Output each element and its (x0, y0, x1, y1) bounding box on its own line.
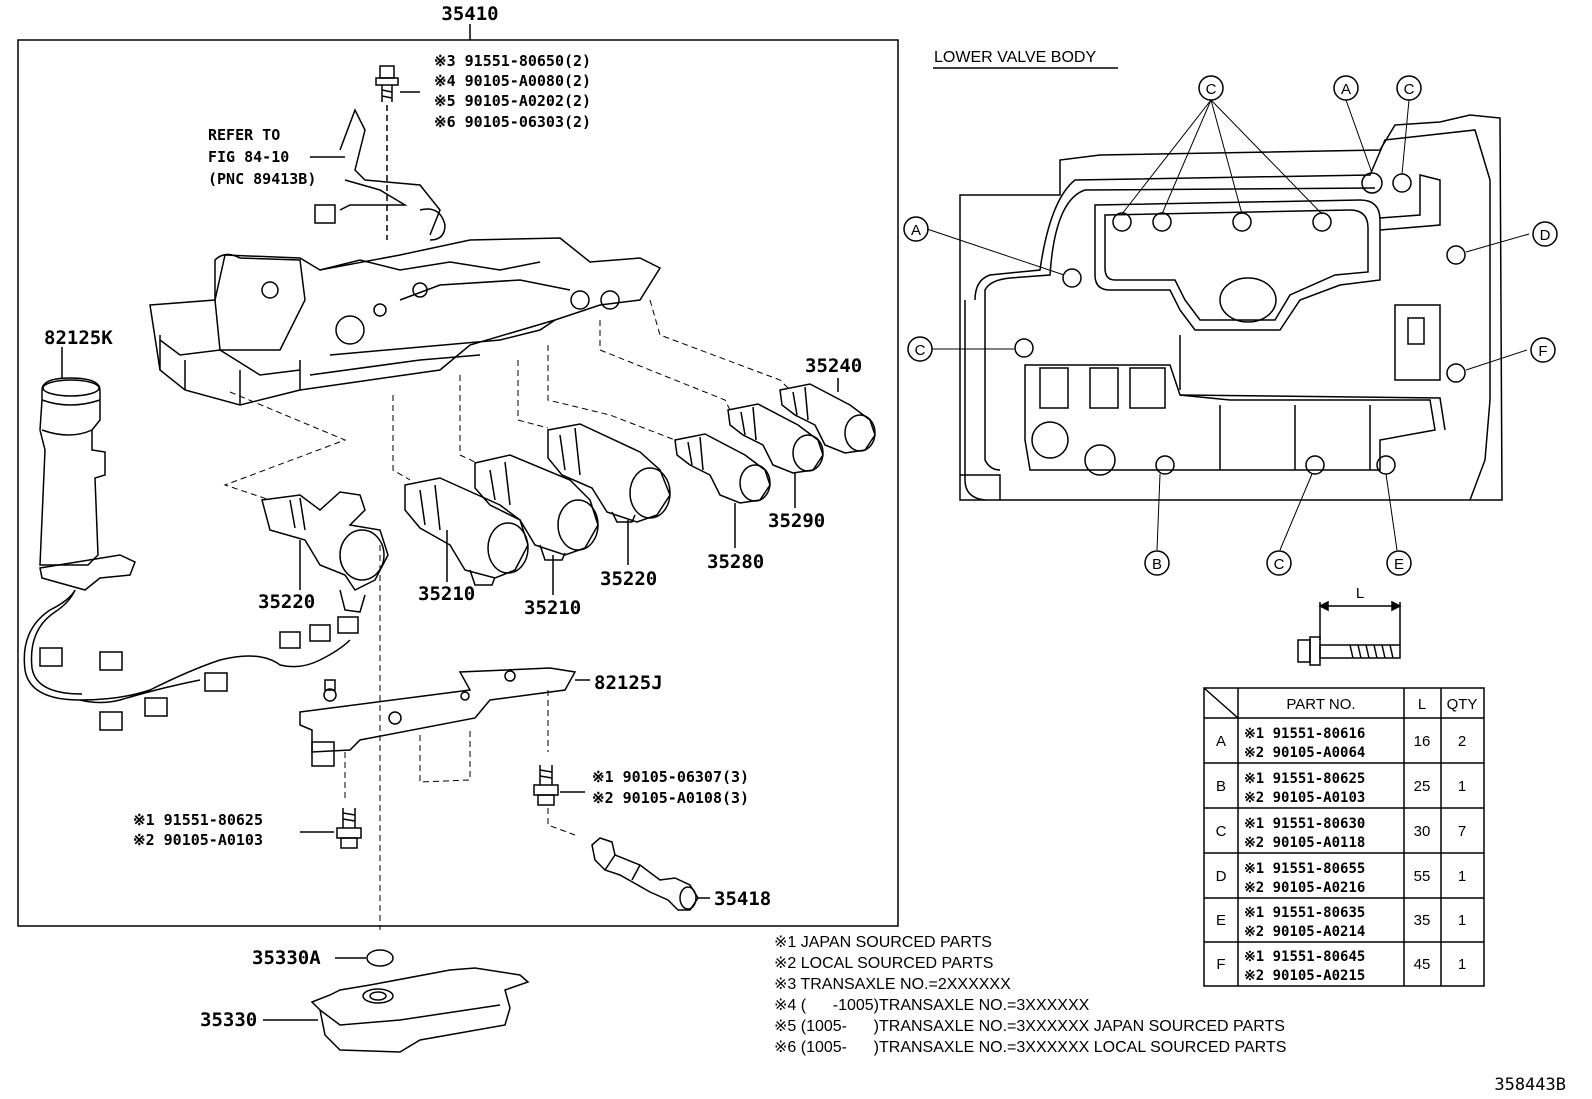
bracket-82125j (299, 667, 577, 767)
label-35240: 35240 (805, 355, 862, 377)
note-1: ※1 JAPAN SOURCED PARTS (774, 934, 992, 951)
lower-body-bolts (1014, 172, 1466, 475)
oil-strainer-35330 (310, 967, 530, 1053)
wire-harness-illustration (23, 377, 359, 731)
note-4: ※4 ( -1005)TRANSAXLE NO.=3XXXXXX (774, 997, 1090, 1014)
table-row-l: 55 (1414, 868, 1431, 885)
table-header-l: L (1418, 696, 1426, 713)
table-row-qty: 2 (1458, 733, 1466, 750)
callout-a-2: A (911, 222, 921, 239)
table-row-l: 35 (1414, 912, 1431, 929)
table-row-qty: 1 (1458, 868, 1466, 885)
top-bolt-line-2: ※4 90105-A0080(2) (434, 72, 591, 90)
left-bolt-line-2: ※2 90105-A0103 (133, 831, 263, 849)
table-row-part1: ※1 91551-80655 (1244, 861, 1365, 877)
label-35330: 35330 (200, 1009, 257, 1031)
table-row-part2: ※2 90105-A0064 (1244, 745, 1365, 761)
valve-body-illustration (149, 108, 662, 406)
manual-valve-35418 (591, 837, 699, 911)
callout-b: B (1152, 556, 1162, 573)
lower-valve-body-title: LOWER VALVE BODY (934, 49, 1096, 66)
solenoid-35290 (727, 403, 824, 474)
note-5: ※5 (1005- )TRANSAXLE NO.=3XXXXXX JAPAN S… (774, 1018, 1285, 1035)
label-35210-b: 35210 (524, 597, 581, 619)
length-bolt-icon (1297, 600, 1402, 666)
refer-line-3: (PNC 89413B) (208, 170, 316, 188)
table-row-qty: 1 (1458, 912, 1466, 929)
table-row-key: C (1216, 823, 1227, 840)
note-6: ※6 (1005- )TRANSAXLE NO.=3XXXXXX LOCAL S… (774, 1039, 1286, 1056)
table-row-part2: ※2 90105-A0214 (1244, 924, 1365, 940)
table-row-l: 45 (1414, 956, 1431, 973)
table-row-part1: ※1 91551-80645 (1244, 949, 1365, 965)
table-row-qty: 1 (1458, 956, 1466, 973)
table-row-l: 30 (1414, 823, 1431, 840)
table-row-key: E (1216, 912, 1226, 929)
main-frame (17, 39, 899, 927)
refer-line-1: REFER TO (208, 126, 280, 144)
footer-id: 358443B (1494, 1075, 1566, 1095)
mid-bolt-line-1: ※1 90105-06307(3) (592, 768, 749, 786)
table-row-key: A (1216, 733, 1226, 750)
top-bolt-line-4: ※6 90105-06303(2) (434, 113, 591, 131)
refer-line-2: FIG 84-10 (208, 148, 289, 166)
table-row-l: 25 (1414, 778, 1431, 795)
solenoid-35210-a (404, 477, 529, 586)
table-row-l: 16 (1414, 733, 1431, 750)
callout-circles (903, 75, 1558, 576)
label-35220-right: 35220 (600, 568, 657, 590)
solenoid-35280 (674, 433, 771, 504)
solenoid-35220-right (547, 423, 671, 523)
table-row-part2: ※2 90105-A0215 (1244, 968, 1365, 984)
label-35220-left: 35220 (258, 591, 315, 613)
table-row-part1: ※1 91551-80635 (1244, 905, 1365, 921)
table-row-part2: ※2 90105-A0118 (1244, 835, 1365, 851)
note-2: ※2 LOCAL SOURCED PARTS (774, 955, 993, 972)
solenoid-35240 (779, 383, 876, 454)
lower-valve-body-illustration (959, 114, 1503, 501)
label-35280: 35280 (707, 551, 764, 573)
table-row-key: F (1216, 956, 1225, 973)
callout-d: D (1540, 227, 1551, 244)
part-table-grid (1203, 687, 1485, 987)
callout-c-4: C (1274, 556, 1285, 573)
mid-bolt-line-2: ※2 90105-A0108(3) (592, 789, 749, 807)
table-row-key: B (1216, 778, 1226, 795)
callout-a-1: A (1341, 81, 1351, 98)
top-bolt-line-3: ※5 90105-A0202(2) (434, 92, 591, 110)
table-row-part1: ※1 91551-80625 (1244, 771, 1365, 787)
callout-e: E (1394, 556, 1404, 573)
note-3: ※3 TRANSAXLE NO.=2XXXXXX (774, 976, 1011, 993)
label-82125j: 82125J (594, 672, 663, 694)
callout-f: F (1538, 343, 1547, 360)
top-bolt-line-1: ※3 91551-80650(2) (434, 52, 591, 70)
main-part-label: 35410 (441, 3, 498, 25)
table-row-key: D (1216, 868, 1227, 885)
label-35210-a: 35210 (418, 583, 475, 605)
label-35290: 35290 (768, 510, 825, 532)
table-header-part-no: PART NO. (1286, 696, 1355, 713)
table-header-qty: QTY (1447, 696, 1478, 713)
table-row-part1: ※1 91551-80616 (1244, 726, 1365, 742)
table-row-part2: ※2 90105-A0103 (1244, 790, 1365, 806)
label-35418: 35418 (714, 888, 771, 910)
table-row-qty: 7 (1458, 823, 1466, 840)
length-label: L (1356, 585, 1364, 602)
left-bolt-line-1: ※1 91551-80625 (133, 811, 263, 829)
top-bolt-icon (375, 65, 420, 102)
table-row-qty: 1 (1458, 778, 1466, 795)
label-82125k: 82125K (44, 327, 113, 349)
label-35330a: 35330A (252, 947, 321, 969)
solenoid-35220-left (261, 491, 389, 613)
left-bolt-icon (300, 808, 362, 849)
callout-c-3: C (915, 342, 926, 359)
mid-bolt-icon (533, 765, 585, 806)
o-ring-icon (366, 949, 394, 967)
table-row-part2: ※2 90105-A0216 (1244, 880, 1365, 896)
callout-c-1: C (1206, 81, 1217, 98)
callout-c-2: C (1404, 81, 1415, 98)
table-row-part1: ※1 91551-80630 (1244, 816, 1365, 832)
